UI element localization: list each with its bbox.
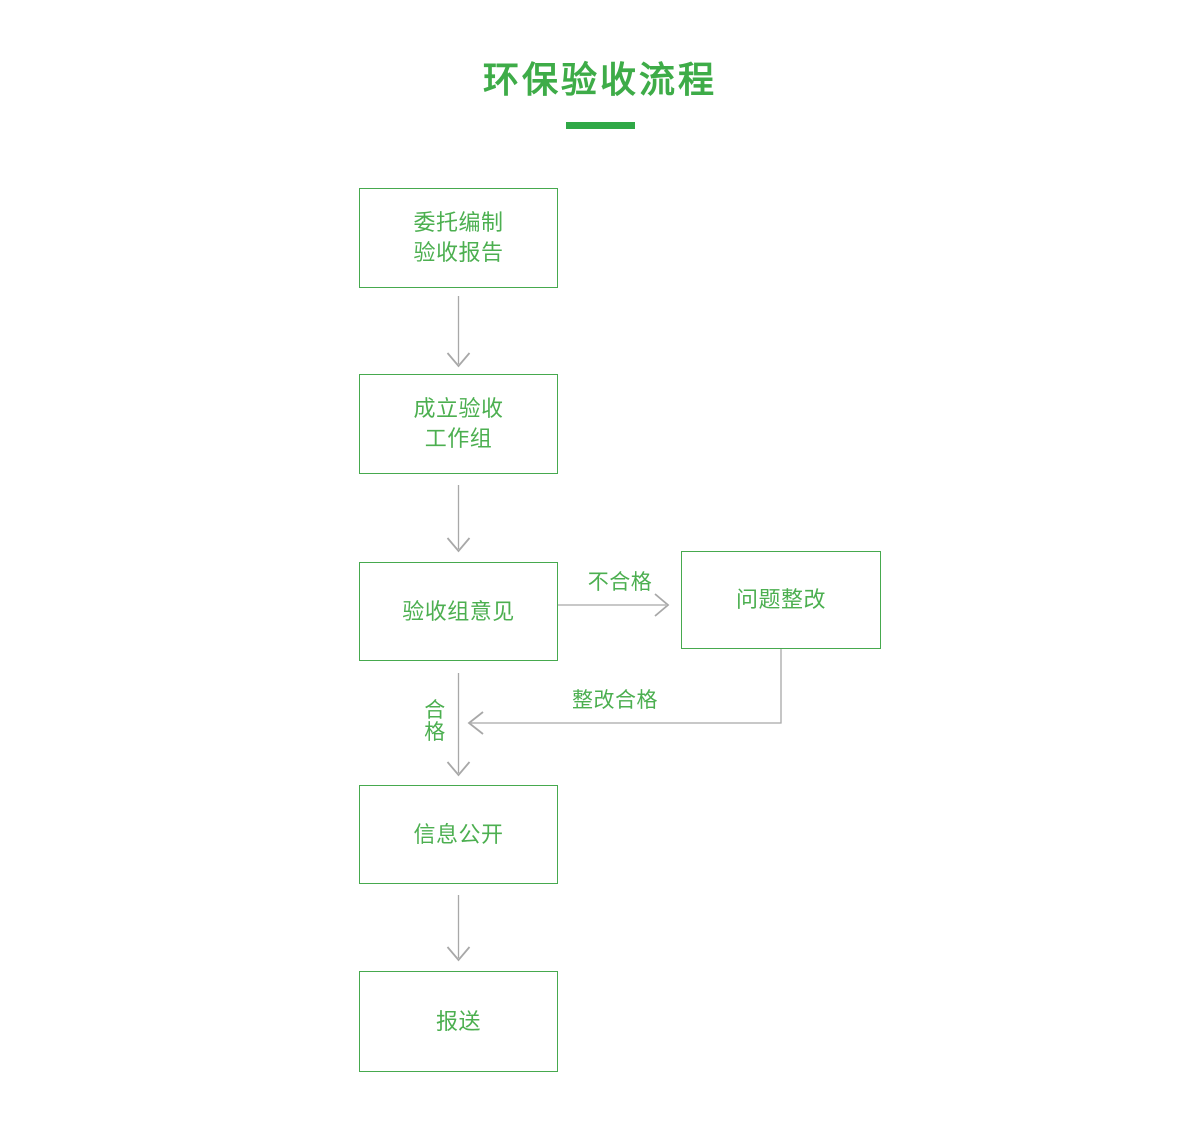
page-title: 环保验收流程 (482, 59, 717, 100)
flow-node-publish: 信息公开 (359, 785, 558, 884)
arrow-entrust-to-workgroup-icon (446, 296, 471, 368)
arrow-opinion-to-rectify-icon (558, 593, 670, 617)
node-label: 验收组意见 (402, 598, 515, 624)
node-label-line: 成立验收 (413, 396, 504, 421)
edge-label-pass: 合格 (424, 699, 446, 744)
flow-node-entrust-report: 委托编制 验收报告 (359, 188, 558, 288)
title-underline (566, 122, 635, 129)
node-label: 信息公开 (413, 821, 504, 847)
node-label: 问题整改 (735, 587, 826, 612)
node-label: 报送 (435, 1008, 481, 1034)
arrow-publish-to-submit-icon (446, 895, 471, 962)
edge-label-fail: 不合格 (587, 571, 653, 594)
flow-node-submit: 报送 (359, 971, 558, 1072)
edge-label-rectified: 整改合格 (572, 689, 658, 712)
flow-node-opinion: 验收组意见 (359, 562, 558, 661)
arrow-workgroup-to-opinion-icon (446, 485, 471, 553)
arrow-opinion-to-publish-icon (446, 673, 471, 777)
flow-node-rectify: 问题整改 (681, 551, 881, 649)
flow-node-workgroup: 成立验收 工作组 (359, 374, 558, 474)
node-label-line: 验收报告 (413, 240, 504, 265)
node-label-line: 委托编制 (413, 210, 504, 235)
node-label-line: 工作组 (424, 426, 493, 451)
